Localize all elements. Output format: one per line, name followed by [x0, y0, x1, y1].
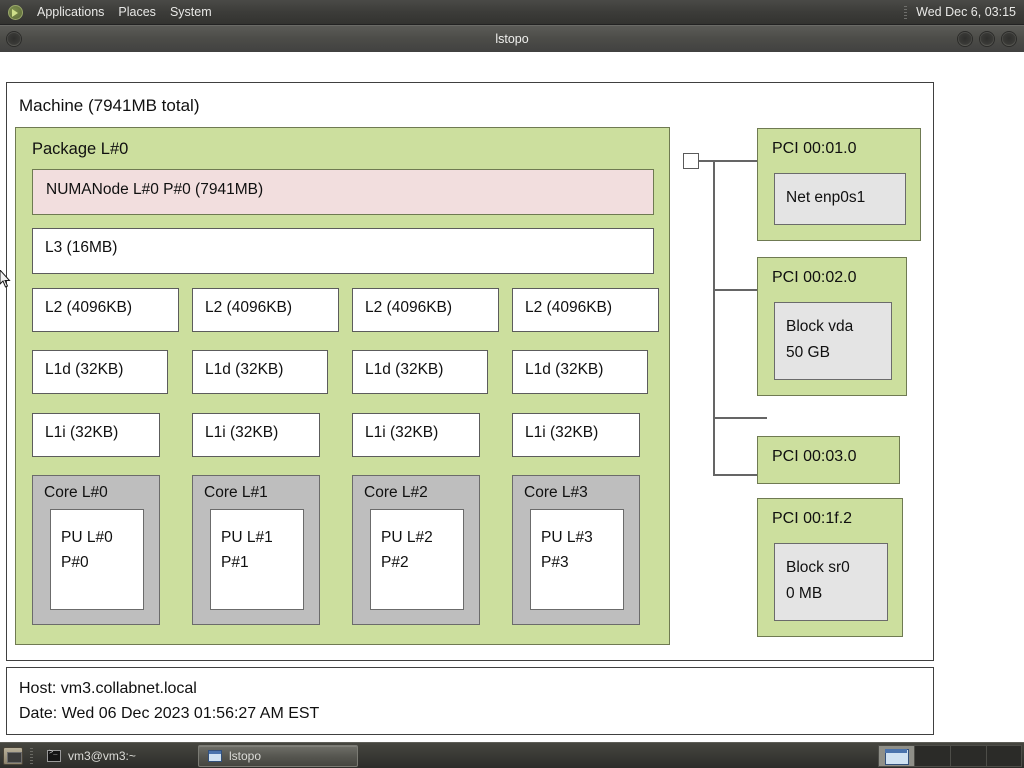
- window-icon: [208, 749, 222, 762]
- pci-box[interactable]: PCI 00:1f.2 Block sr0 0 MB: [757, 498, 903, 637]
- cache-l2-label: L2 (4096KB): [525, 299, 613, 316]
- machine-label: Machine (7941MB total): [19, 96, 200, 115]
- workspace-1[interactable]: [878, 744, 914, 767]
- cache-l2-label: L2 (4096KB): [205, 299, 293, 316]
- pci-box[interactable]: PCI 00:03.0: [757, 436, 900, 484]
- terminal-icon: [47, 749, 61, 762]
- close-button[interactable]: [1001, 31, 1017, 47]
- core-box[interactable]: Core L#0 PU L#0 P#0: [32, 475, 160, 625]
- workspace-3[interactable]: [950, 744, 986, 767]
- gnome-top-panel: Applications Places System Wed Dec 6, 03…: [0, 0, 1024, 25]
- menu-applications[interactable]: Applications: [37, 4, 105, 19]
- core-label: Core L#2: [364, 484, 428, 501]
- lstopo-canvas[interactable]: Machine (7941MB total) Package L#0 NUMAN…: [0, 52, 1024, 742]
- pu-box[interactable]: PU L#1 P#1: [210, 509, 304, 610]
- pci-label: PCI 00:02.0: [772, 269, 857, 286]
- core-box[interactable]: Core L#3 PU L#3 P#3: [512, 475, 640, 625]
- core-box[interactable]: Core L#1 PU L#1 P#1: [192, 475, 320, 625]
- show-desktop-icon[interactable]: [3, 746, 23, 765]
- cache-l1d-label: L1d (32KB): [45, 361, 124, 378]
- maximize-button[interactable]: [979, 31, 995, 47]
- window-menu-button[interactable]: [6, 31, 22, 47]
- pu-label: PU L#1 P#1: [221, 529, 273, 571]
- cache-l2-box[interactable]: L2 (4096KB): [352, 288, 499, 332]
- pu-label: PU L#2 P#2: [381, 529, 433, 571]
- package-box[interactable]: Package L#0 NUMANode L#0 P#0 (7941MB) L3…: [15, 127, 670, 645]
- core-label: Core L#0: [44, 484, 108, 501]
- task-label: lstopo: [229, 748, 262, 763]
- cache-l1d-label: L1d (32KB): [205, 361, 284, 378]
- pu-box[interactable]: PU L#0 P#0: [50, 509, 144, 610]
- cache-l2-box[interactable]: L2 (4096KB): [512, 288, 659, 332]
- cache-l1i-box[interactable]: L1i (32KB): [352, 413, 480, 457]
- pci-box[interactable]: PCI 00:01.0 Net enp0s1: [757, 128, 921, 241]
- pu-box[interactable]: PU L#2 P#2: [370, 509, 464, 610]
- cache-l1i-label: L1i (32KB): [525, 424, 599, 441]
- cache-l1i-box[interactable]: L1i (32KB): [512, 413, 640, 457]
- pu-label: PU L#3 P#3: [541, 529, 593, 571]
- cache-l1d-label: L1d (32KB): [525, 361, 604, 378]
- hostbridge-icon[interactable]: [683, 153, 699, 169]
- window-title: lstopo: [495, 32, 529, 46]
- osdev-box[interactable]: Net enp0s1: [774, 173, 906, 225]
- core-label: Core L#1: [204, 484, 268, 501]
- date-line: Date: Wed 06 Dec 2023 01:56:27 AM EST: [19, 705, 320, 722]
- osdev-label: Block vda 50 GB: [786, 318, 854, 361]
- menu-system[interactable]: System: [169, 4, 212, 19]
- pci-box[interactable]: PCI 00:02.0 Block vda 50 GB: [757, 257, 907, 396]
- pci-label: PCI 00:1f.2: [772, 510, 853, 527]
- osdev-label: Block sr0 0 MB: [786, 559, 850, 602]
- core-label: Core L#3: [524, 484, 588, 501]
- machine-box[interactable]: Machine (7941MB total) Package L#0 NUMAN…: [6, 82, 934, 661]
- cache-l1d-box[interactable]: L1d (32KB): [32, 350, 168, 394]
- pci-label: PCI 00:03.0: [772, 448, 857, 465]
- pu-label: PU L#0 P#0: [61, 529, 113, 571]
- pci-label: PCI 00:01.0: [772, 140, 857, 157]
- cache-l1d-box[interactable]: L1d (32KB): [352, 350, 488, 394]
- cache-l2-label: L2 (4096KB): [45, 299, 133, 316]
- pci-tree: [683, 153, 927, 643]
- gnome-foot-icon[interactable]: [5, 4, 27, 21]
- task-label: vm3@vm3:~: [68, 748, 136, 763]
- osdev-box[interactable]: Block sr0 0 MB: [774, 543, 888, 621]
- workspace-2[interactable]: [914, 744, 950, 767]
- cache-l1d-label: L1d (32KB): [365, 361, 444, 378]
- taskbar-grip-handle[interactable]: [30, 747, 33, 764]
- numanode-label: NUMANode L#0 P#0 (7941MB): [46, 181, 264, 198]
- cache-l2-label: L2 (4096KB): [365, 299, 453, 316]
- info-box: Host: vm3.collabnet.local Date: Wed 06 D…: [6, 667, 934, 735]
- task-button-lstopo[interactable]: lstopo: [198, 744, 358, 767]
- window-titlebar[interactable]: lstopo: [0, 25, 1024, 52]
- cache-l1i-label: L1i (32KB): [365, 424, 439, 441]
- cache-l1i-label: L1i (32KB): [205, 424, 279, 441]
- pu-box[interactable]: PU L#3 P#3: [530, 509, 624, 610]
- workspace-switcher[interactable]: [878, 744, 1022, 767]
- cache-l2-box[interactable]: L2 (4096KB): [192, 288, 339, 332]
- host-line: Host: vm3.collabnet.local: [19, 680, 197, 697]
- package-label: Package L#0: [32, 140, 129, 158]
- clock[interactable]: Wed Dec 6, 03:15: [916, 5, 1016, 19]
- numanode-box[interactable]: NUMANode L#0 P#0 (7941MB): [32, 169, 654, 215]
- osdev-label: Net enp0s1: [786, 189, 866, 206]
- cache-l1d-box[interactable]: L1d (32KB): [192, 350, 328, 394]
- minimize-button[interactable]: [957, 31, 973, 47]
- osdev-box[interactable]: Block vda 50 GB: [774, 302, 892, 380]
- cache-l1d-box[interactable]: L1d (32KB): [512, 350, 648, 394]
- cache-l2-box[interactable]: L2 (4096KB): [32, 288, 179, 332]
- window-list-taskbar: vm3@vm3:~ lstopo: [0, 742, 1024, 768]
- menu-places[interactable]: Places: [118, 4, 156, 19]
- panel-grip-handle[interactable]: [904, 5, 908, 19]
- workspace-4[interactable]: [986, 744, 1022, 767]
- core-box[interactable]: Core L#2 PU L#2 P#2: [352, 475, 480, 625]
- cache-l1i-box[interactable]: L1i (32KB): [192, 413, 320, 457]
- cache-l3-box[interactable]: L3 (16MB): [32, 228, 654, 274]
- cache-l3-label: L3 (16MB): [45, 239, 118, 256]
- cache-l1i-label: L1i (32KB): [45, 424, 119, 441]
- cache-l1i-box[interactable]: L1i (32KB): [32, 413, 160, 457]
- task-button-terminal[interactable]: vm3@vm3:~: [38, 745, 198, 767]
- lstopo-window: lstopo Machine (7941MB total) Package L#…: [0, 25, 1024, 742]
